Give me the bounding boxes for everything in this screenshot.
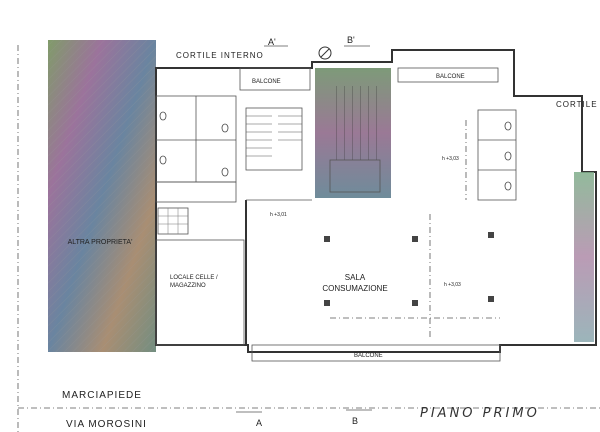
height-left: h +3,01 — [270, 212, 287, 218]
inner-stair — [245, 107, 303, 171]
stairwell-landing — [329, 159, 381, 193]
street-label: VIA MOROSINI — [66, 419, 147, 430]
right-wall-strip — [574, 172, 594, 342]
floor-title: PIANO PRIMO — [420, 406, 540, 421]
adjacent-property-label: ALTRA PROPRIETA' — [68, 239, 133, 246]
toilet-icons-right — [504, 121, 512, 191]
stairwell-steps — [330, 86, 380, 160]
service-room — [157, 207, 189, 235]
inner-stair-treads — [246, 115, 302, 157]
storage-room — [155, 239, 245, 346]
section-marker-b-top: B' — [347, 35, 355, 45]
north-symbol — [318, 46, 332, 60]
bathrooms-right — [477, 109, 517, 201]
balcony-top-right-label: BALCONE — [436, 74, 465, 80]
adjacent-property-hatch — [48, 40, 156, 352]
service-room-grid — [158, 208, 188, 234]
balcony-top-right — [397, 67, 499, 83]
room-consumazione-label: CONSUMAZIONE — [322, 284, 387, 293]
height-right-1: h +3,03 — [442, 156, 459, 162]
balcony-top-left — [239, 67, 311, 91]
section-marker-a-bottom: A — [256, 418, 262, 428]
toilet-icons-left — [159, 111, 229, 177]
section-marker-b-bottom: B — [352, 416, 358, 426]
courtyard-label: CORTILE — [556, 100, 598, 109]
courtyard-internal-label: CORTILE INTERNO — [176, 51, 264, 60]
structural-columns — [324, 232, 494, 306]
bathrooms-left — [155, 95, 237, 203]
height-right-2: h +3,03 — [444, 282, 461, 288]
balcony-bottom-label: BALCONE — [354, 353, 383, 359]
sidewalk-label: MARCIAPIEDE — [62, 390, 142, 401]
storage-room-label-2: MAGAZZINO — [170, 283, 206, 289]
balcony-top-left-label: BALCONE — [252, 79, 281, 85]
room-sala-label: SALA — [345, 273, 366, 282]
storage-room-label-1: LOCALE CELLE / — [170, 275, 218, 281]
section-marker-a-top: A' — [268, 37, 276, 47]
balcony-bottom — [251, 344, 501, 362]
